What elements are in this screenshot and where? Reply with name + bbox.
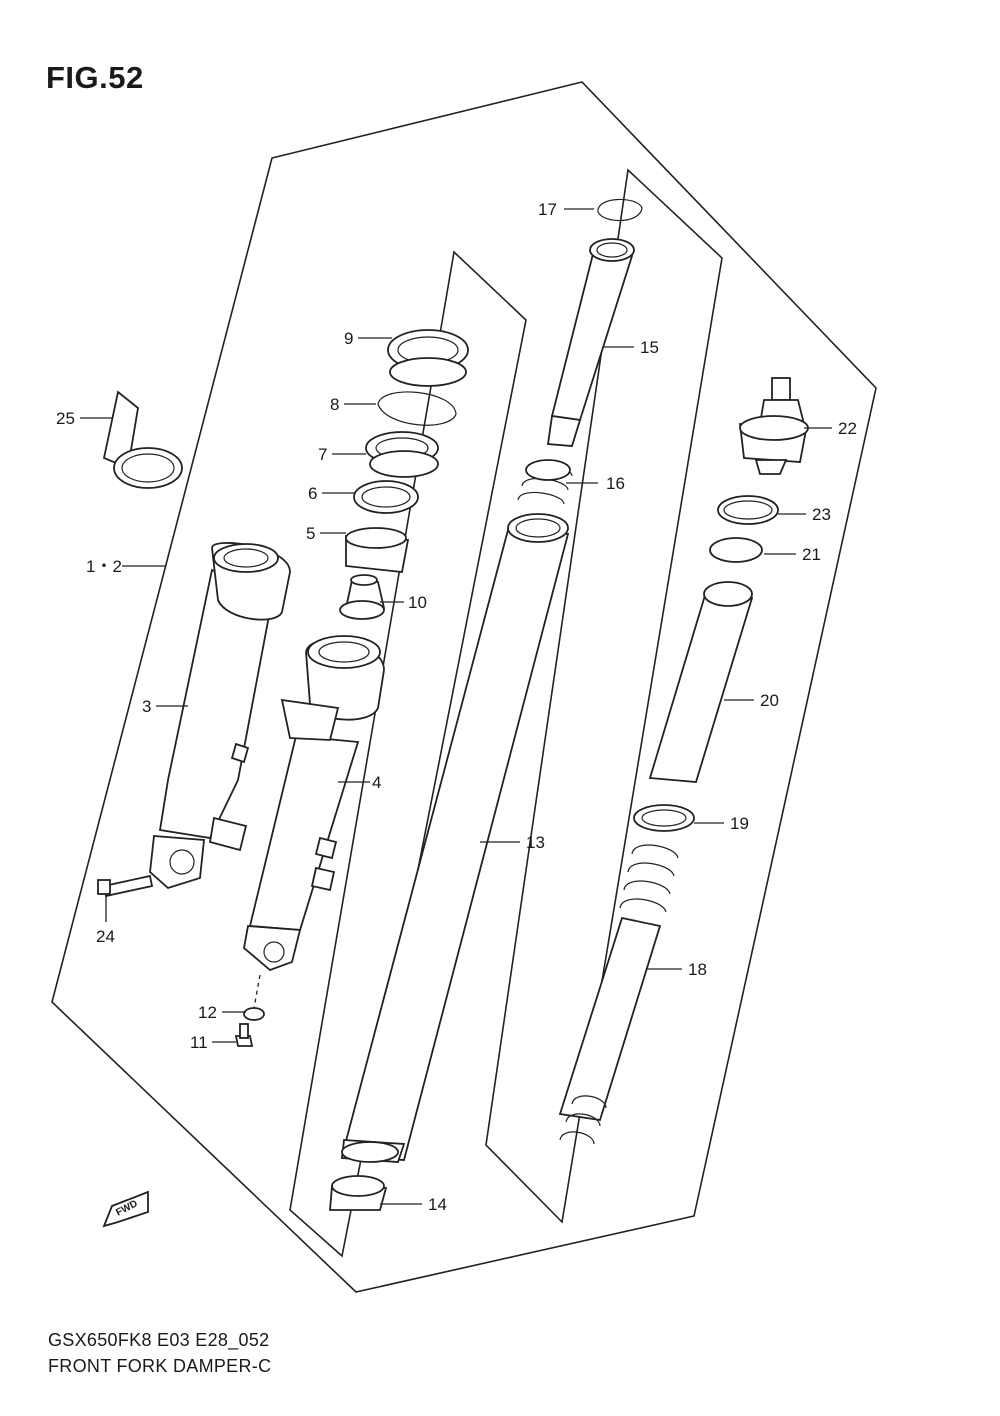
- callout-1-2: 1・2: [86, 557, 122, 576]
- callout-6: 6: [308, 484, 317, 503]
- model-code: GSX650FK8 E03 E28_052: [48, 1330, 270, 1350]
- callout-11: 11: [190, 1033, 208, 1052]
- forward-arrow-icon: FWD: [102, 1190, 149, 1228]
- callout-leaders: [80, 208, 832, 1205]
- callout-25: 25: [56, 409, 75, 428]
- callout-16: 16: [606, 474, 625, 493]
- callout-4: 4: [372, 773, 381, 792]
- outer-frame: [51, 81, 877, 1293]
- callout-14: 14: [428, 1195, 447, 1214]
- callout-24: 24: [96, 927, 115, 946]
- callout-8: 8: [330, 395, 339, 414]
- callout-21: 21: [802, 545, 821, 564]
- inner-tube-part: [329, 513, 570, 1211]
- callout-15: 15: [640, 338, 659, 357]
- callout-20: 20: [760, 691, 779, 710]
- fork-guard-part: [102, 390, 183, 489]
- rod-assembly-parts: [517, 198, 643, 505]
- callout-23: 23: [812, 505, 831, 524]
- inner-frame-15: [485, 168, 723, 1224]
- callout-9: 9: [344, 329, 353, 348]
- bolt-part: [97, 874, 154, 898]
- callout-18: 18: [688, 960, 707, 979]
- callout-19: 19: [730, 814, 749, 833]
- callout-17: 17: [538, 200, 557, 219]
- outer-tube-part: [149, 542, 291, 890]
- callout-numbers: 25 1・2 3 4 5 6 7 8 9 10 11 12 13 14 15 1…: [56, 200, 857, 1214]
- callout-5: 5: [306, 524, 315, 543]
- callout-3: 3: [142, 697, 151, 716]
- figure-title: FIG.52: [46, 60, 144, 95]
- washer-bolt-parts: [234, 974, 265, 1047]
- callout-22: 22: [838, 419, 857, 438]
- callout-12: 12: [198, 1003, 217, 1022]
- callout-10: 10: [408, 593, 427, 612]
- outer-tube-part-2: [243, 635, 385, 972]
- callout-13: 13: [526, 833, 545, 852]
- diagram-caption: FRONT FORK DAMPER-C: [48, 1356, 272, 1376]
- seal-stack-parts: [339, 329, 469, 620]
- callout-7: 7: [318, 445, 327, 464]
- damper-cap-stack-parts: [558, 377, 809, 1145]
